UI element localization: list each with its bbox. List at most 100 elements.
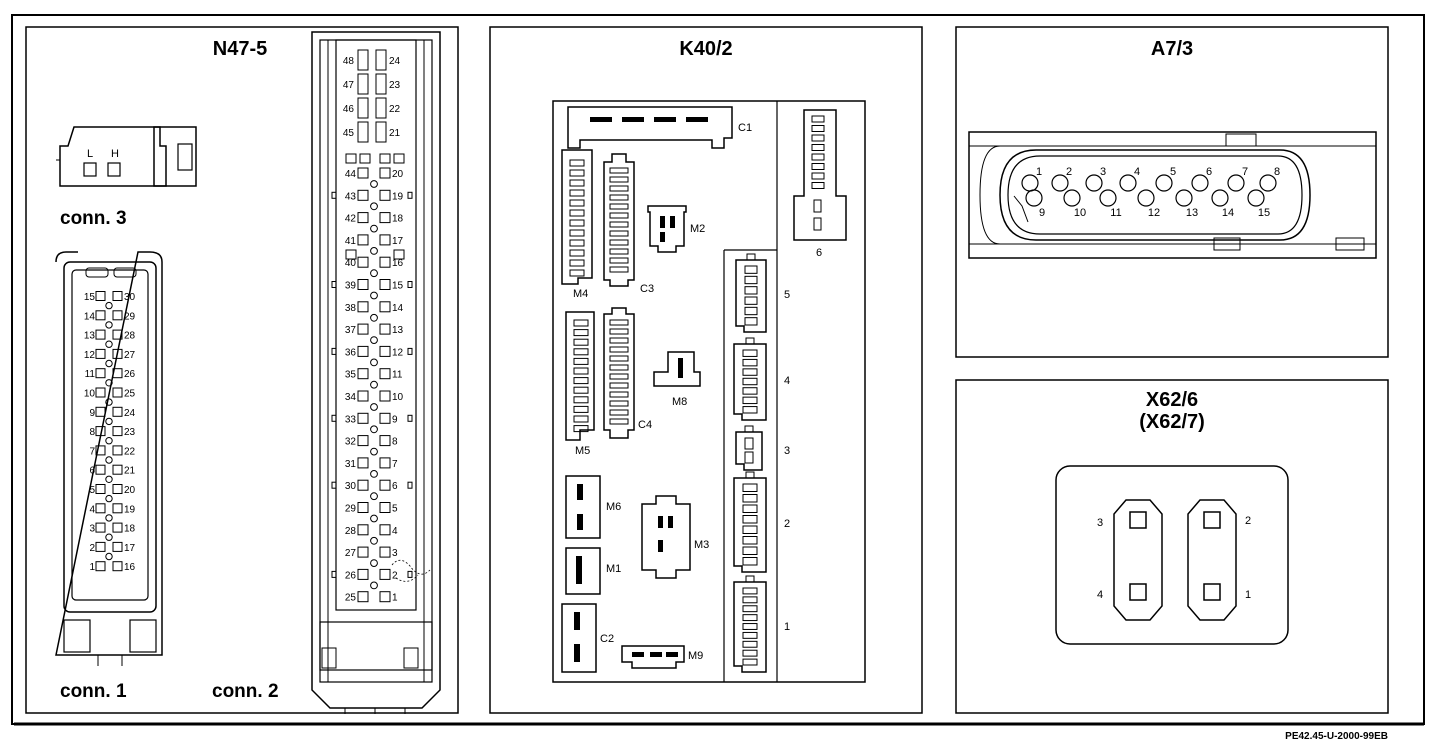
conn1-pin-label: 29	[124, 311, 136, 322]
fuse-connector	[733, 343, 767, 421]
a7-pin-label: 3	[1100, 166, 1106, 178]
a7-pin	[1119, 174, 1137, 192]
relay-slot	[573, 319, 589, 327]
conn2-pin	[379, 153, 391, 164]
conn1-pin-label: 7	[89, 446, 95, 457]
relay-slot	[811, 115, 825, 123]
conn1-pin-label: 16	[124, 562, 136, 573]
a7-pin-label: 11	[1110, 207, 1121, 219]
conn2-latch	[331, 281, 337, 288]
conn1-pin	[95, 406, 106, 417]
conn2-socket	[370, 358, 378, 367]
conn1-pin-label: 9	[89, 408, 95, 419]
conn2-pin-label: 16	[392, 258, 404, 269]
relay-slot	[609, 248, 629, 255]
relay-slot	[742, 483, 758, 492]
panel-subtitle-x62: (X62/7)	[1139, 411, 1205, 433]
conn1-label: conn. 1	[60, 681, 127, 702]
conn2-pin	[357, 234, 369, 246]
conn1-socket	[105, 301, 113, 310]
relay-slot	[742, 605, 758, 613]
conn2-pin-label: 13	[392, 325, 404, 336]
conn1-pin-label: 3	[89, 524, 95, 535]
conn2-pin-label: 26	[345, 570, 357, 581]
conn2-latch	[331, 570, 337, 578]
relay-slot	[609, 418, 629, 425]
conn2-pin	[357, 73, 369, 95]
conn1-pin	[95, 426, 106, 437]
relay-slot	[742, 546, 758, 555]
relay-slot	[569, 209, 585, 217]
conn2-latch	[407, 414, 413, 422]
relay-slot	[569, 169, 585, 177]
a7-pin	[1175, 189, 1193, 207]
k40-label-m8: M8	[672, 396, 687, 408]
conn2-pin	[357, 457, 369, 469]
conn1-pin-label: 18	[124, 524, 136, 535]
conn2-socket	[370, 492, 378, 501]
conn2-pin	[357, 479, 369, 491]
relay-slot	[742, 525, 758, 534]
conn1-pin-label: 13	[84, 331, 96, 342]
relay-slot	[573, 425, 589, 433]
relay-slot	[569, 189, 585, 197]
relay-slot	[744, 296, 758, 305]
a7-pin-label: 15	[1258, 207, 1270, 219]
conn2-pin-label: 15	[392, 281, 404, 292]
conn2-latch	[407, 281, 413, 288]
fuse-connector	[733, 477, 767, 573]
panel-title-k40: K40/2	[679, 38, 732, 60]
relay-slot	[609, 409, 629, 416]
conn1-pin	[112, 426, 123, 437]
conn2-pin	[379, 301, 391, 313]
relay-slot	[569, 259, 585, 267]
conn2-pin-label: 27	[345, 548, 357, 559]
conn2-socket	[370, 380, 378, 389]
relay-slot	[742, 504, 758, 513]
conn1-pin-label: 6	[89, 466, 95, 477]
relay-slot	[573, 357, 589, 365]
relay-slot	[609, 337, 629, 344]
relay-slot	[609, 382, 629, 389]
conn1-socket	[105, 340, 113, 348]
conn2-label: conn. 2	[212, 681, 279, 702]
conn1-socket	[105, 475, 113, 483]
relay-slot	[744, 451, 754, 464]
conn1-socket	[105, 514, 113, 522]
conn1-socket	[105, 552, 113, 561]
relay-slot	[609, 266, 629, 273]
relay-slot	[742, 587, 758, 595]
relay-slot	[742, 658, 758, 666]
relay-slot	[742, 557, 758, 566]
conn2-pin	[357, 323, 369, 335]
fuse-connector	[735, 259, 767, 333]
conn2-pin-label: 39	[345, 281, 357, 292]
relay-slot	[569, 249, 585, 257]
conn2-pin	[379, 279, 391, 290]
conn2-pin	[379, 546, 391, 558]
relay-slot	[811, 144, 825, 151]
relay-slot	[742, 640, 758, 648]
conn2-pin-label: 12	[392, 347, 404, 358]
conn1-pin	[112, 310, 123, 321]
k40-label-3: 3	[784, 445, 790, 457]
conn1-pin	[95, 484, 106, 494]
a7-pin-label: 12	[1148, 207, 1160, 219]
conn2-pin	[379, 189, 391, 201]
a7-pin	[1259, 174, 1277, 192]
conn2-pin	[357, 435, 369, 447]
conn1-pin-label: 27	[124, 350, 136, 361]
fuse-tab	[745, 471, 755, 479]
conn2-pin	[379, 368, 391, 380]
conn2-socket	[370, 180, 378, 188]
conn1-pin-label: 15	[84, 292, 96, 303]
relay-slot	[609, 328, 629, 335]
conn2-pin-label: 18	[392, 214, 404, 225]
relay-slot	[742, 368, 758, 376]
conn2-pin	[357, 502, 369, 513]
conn3-label: conn. 3	[60, 208, 127, 229]
fuse-tab	[745, 337, 755, 345]
conn2-pin-label: 32	[345, 437, 357, 448]
conn2-latch	[407, 347, 413, 355]
k40-label-c2: C2	[600, 633, 614, 645]
